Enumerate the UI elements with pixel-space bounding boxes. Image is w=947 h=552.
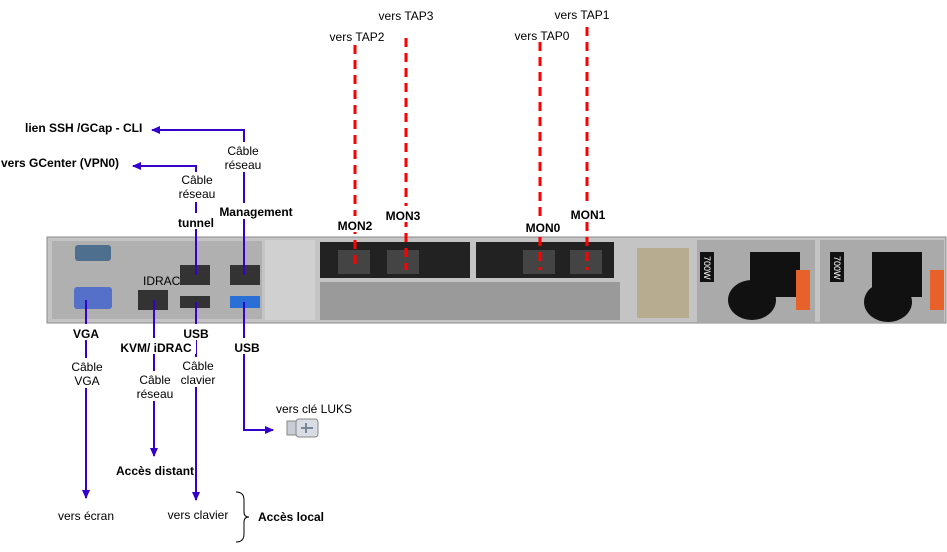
tap3-label: vers TAP3 xyxy=(379,9,434,23)
tap-lines xyxy=(353,27,589,270)
tunnel-cable-label-2: réseau xyxy=(179,187,216,201)
keyboard-label: vers clavier xyxy=(168,508,229,522)
keyboard-cable-label: Câble xyxy=(182,359,214,373)
tap2-label: vers TAP2 xyxy=(330,30,385,44)
svg-text:700W: 700W xyxy=(702,256,712,280)
power-supply-1: 700W xyxy=(697,240,815,322)
usb2-label: USB xyxy=(234,341,260,355)
management-label: Management xyxy=(219,205,292,219)
vga-label: VGA xyxy=(73,327,99,341)
ssh-label: lien SSH /GCap - CLI xyxy=(25,121,142,135)
usb-key-icon xyxy=(286,418,319,438)
brace-icon xyxy=(235,491,250,543)
vga-cable-label: Câble xyxy=(71,360,103,374)
server-rear-panel: IDRAC 700W 700W xyxy=(46,236,947,324)
gcenter-label: vers GCenter (VPN0) xyxy=(1,156,119,170)
mgmt-cable-label: Câble xyxy=(227,144,259,158)
mon2-label: MON2 xyxy=(338,219,373,233)
mon0-label: MON0 xyxy=(526,221,561,235)
screen-label: vers écran xyxy=(58,509,114,523)
kvm-cable-label-2: réseau xyxy=(137,387,174,401)
keyboard-cable-label-2: clavier xyxy=(181,373,216,387)
kvm-cable-label: Câble xyxy=(139,373,171,387)
luks-label: vers clé LUKS xyxy=(276,402,352,416)
tunnel-cable-label: Câble xyxy=(181,173,213,187)
vga-cable-label-2: VGA xyxy=(74,374,99,388)
idrac-port-label: IDRAC xyxy=(143,274,181,288)
kvm-label: KVM/ iDRAC xyxy=(120,341,192,355)
management-cable xyxy=(151,126,245,275)
tap0-label: vers TAP0 xyxy=(515,29,570,43)
mon3-label: MON3 xyxy=(386,209,421,223)
usb1-label: USB xyxy=(183,327,209,341)
svg-text:700W: 700W xyxy=(832,256,842,280)
power-supply-2: 700W xyxy=(820,240,944,322)
vga-port xyxy=(74,287,112,309)
tap1-label: vers TAP1 xyxy=(555,8,610,22)
serial-port xyxy=(75,245,111,261)
mgmt-cable-label-2: réseau xyxy=(225,158,262,172)
mon1-label: MON1 xyxy=(571,208,606,222)
tunnel-cable xyxy=(132,162,197,275)
tunnel-label: tunnel xyxy=(178,216,214,230)
remote-access-label: Accès distant xyxy=(116,464,194,478)
local-access-label: Accès local xyxy=(258,510,324,524)
